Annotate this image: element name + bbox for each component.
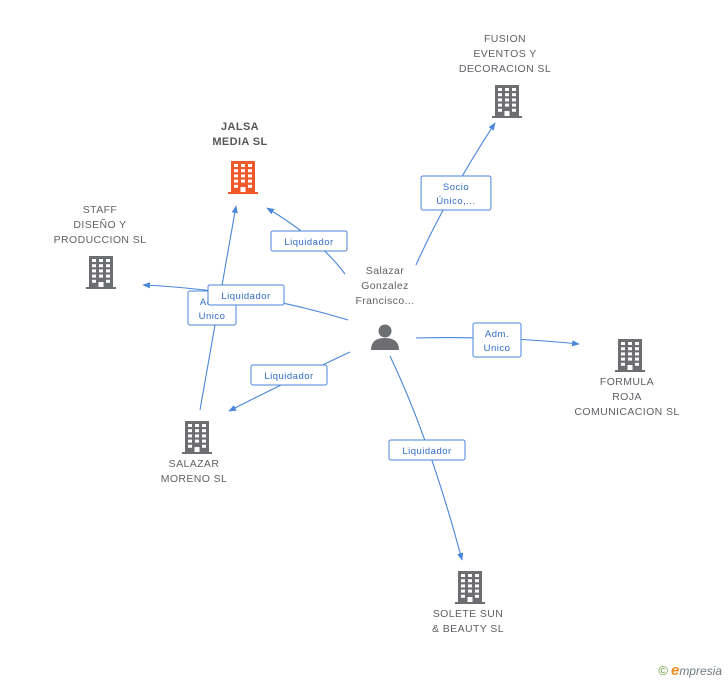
- node-label-formula[interactable]: ROJA: [612, 391, 642, 403]
- edge-label-formula[interactable]: Adm. Unico: [472, 322, 522, 358]
- edge-label-text: Unico: [484, 343, 511, 354]
- node-label-jalsa[interactable]: JALSA: [221, 121, 259, 133]
- building-icon[interactable]: [228, 161, 258, 194]
- node-label-person[interactable]: Gonzalez: [361, 280, 409, 292]
- node-label-person[interactable]: Salazar: [366, 265, 405, 277]
- node-staff[interactable]: STAFF DISEÑO Y PRODUCCION SL: [54, 204, 147, 289]
- edge-label-text: Adm.: [485, 329, 509, 340]
- building-icon[interactable]: [455, 571, 485, 604]
- node-label-fusion[interactable]: DECORACION SL: [459, 63, 551, 75]
- node-formula[interactable]: FORMULA ROJA COMUNICACION SL: [574, 339, 679, 418]
- node-label-staff[interactable]: DISEÑO Y: [73, 218, 126, 231]
- node-solete[interactable]: SOLETE SUN & BEAUTY SL: [432, 571, 504, 635]
- edge-label-salazar-jalsa[interactable]: Liquidador: [207, 284, 285, 306]
- node-label-solete[interactable]: & BEAUTY SL: [432, 623, 504, 635]
- edge-labels-layer: LiquidadorSocioÚnico,...Adm.UnicoAdm.Uni…: [187, 175, 522, 461]
- building-icon[interactable]: [492, 85, 522, 118]
- person-icon[interactable]: [371, 324, 399, 351]
- node-label-jalsa[interactable]: MEDIA SL: [212, 136, 267, 148]
- edge-label-text: Unico: [199, 311, 226, 322]
- node-jalsa[interactable]: JALSA MEDIA SL: [212, 121, 267, 194]
- edge-label-text: Socio: [443, 182, 469, 193]
- brand-logo-initial: e: [670, 662, 680, 679]
- node-label-person[interactable]: Francisco...: [355, 295, 414, 307]
- node-fusion[interactable]: FUSION EVENTOS Y DECORACION SL: [459, 33, 551, 118]
- node-label-staff[interactable]: STAFF: [83, 204, 117, 216]
- node-label-staff[interactable]: PRODUCCION SL: [54, 234, 147, 246]
- node-salazar[interactable]: SALAZAR MORENO SL: [161, 421, 228, 485]
- node-label-formula[interactable]: FORMULA: [600, 376, 654, 388]
- building-icon[interactable]: [615, 339, 645, 372]
- edge-label-text: Liquidador: [402, 446, 451, 457]
- node-label-salazar[interactable]: MORENO SL: [161, 473, 228, 485]
- copyright-symbol: ©: [658, 663, 668, 678]
- node-label-solete[interactable]: SOLETE SUN: [433, 608, 504, 620]
- brand-footer: ©empresia: [658, 662, 722, 679]
- node-label-formula[interactable]: COMUNICACION SL: [574, 406, 679, 418]
- edge-label-text: Liquidador: [264, 371, 313, 382]
- edge-label-text: Liquidador: [284, 237, 333, 248]
- building-icon[interactable]: [182, 421, 212, 454]
- building-icon[interactable]: [86, 256, 116, 289]
- node-label-fusion[interactable]: FUSION: [484, 33, 526, 45]
- edge-label-salazar[interactable]: Liquidador: [250, 364, 328, 386]
- edge-label-fusion[interactable]: SocioÚnico,...: [420, 175, 492, 211]
- edge-label-solete[interactable]: Liquidador: [388, 439, 466, 461]
- node-person[interactable]: SalazarGonzalezFrancisco...: [355, 265, 414, 350]
- node-label-fusion[interactable]: EVENTOS Y: [473, 48, 536, 60]
- brand-logo-text: mpresia: [679, 664, 722, 678]
- edge-label-text: Liquidador: [221, 291, 270, 302]
- edge-label-jalsa[interactable]: Liquidador: [270, 230, 348, 252]
- node-label-salazar[interactable]: SALAZAR: [169, 458, 220, 470]
- edge-label-text: Único,...: [436, 196, 475, 207]
